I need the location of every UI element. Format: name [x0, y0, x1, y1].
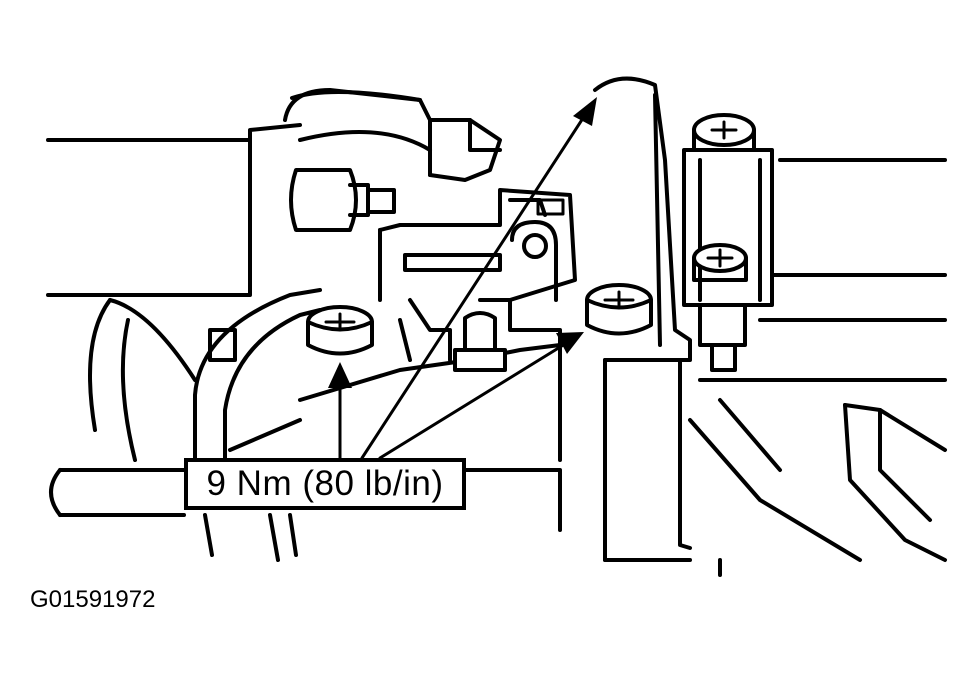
horizontal-pipe	[49, 468, 562, 562]
cylindrical-boss	[289, 168, 396, 232]
arrow-head-top	[573, 97, 597, 126]
figure-id: G01591972	[30, 586, 156, 613]
arrow-head-right-bolt	[556, 332, 584, 354]
left-bolt	[306, 305, 374, 356]
torque-callout-label: 9 Nm (80 lb/in)	[184, 458, 466, 510]
right-screw-assembly	[682, 113, 774, 372]
fuel-line-loop	[88, 288, 322, 462]
central-bracket	[378, 188, 577, 302]
arrow-head-left-bolt	[328, 362, 352, 388]
callout-arrows	[328, 97, 597, 460]
right-bolt	[585, 283, 653, 336]
lower-right-casting	[603, 398, 947, 577]
center-stud	[453, 311, 507, 372]
upper-housing	[283, 88, 502, 182]
vertical-bracket	[593, 76, 692, 562]
background-lines	[46, 123, 947, 382]
